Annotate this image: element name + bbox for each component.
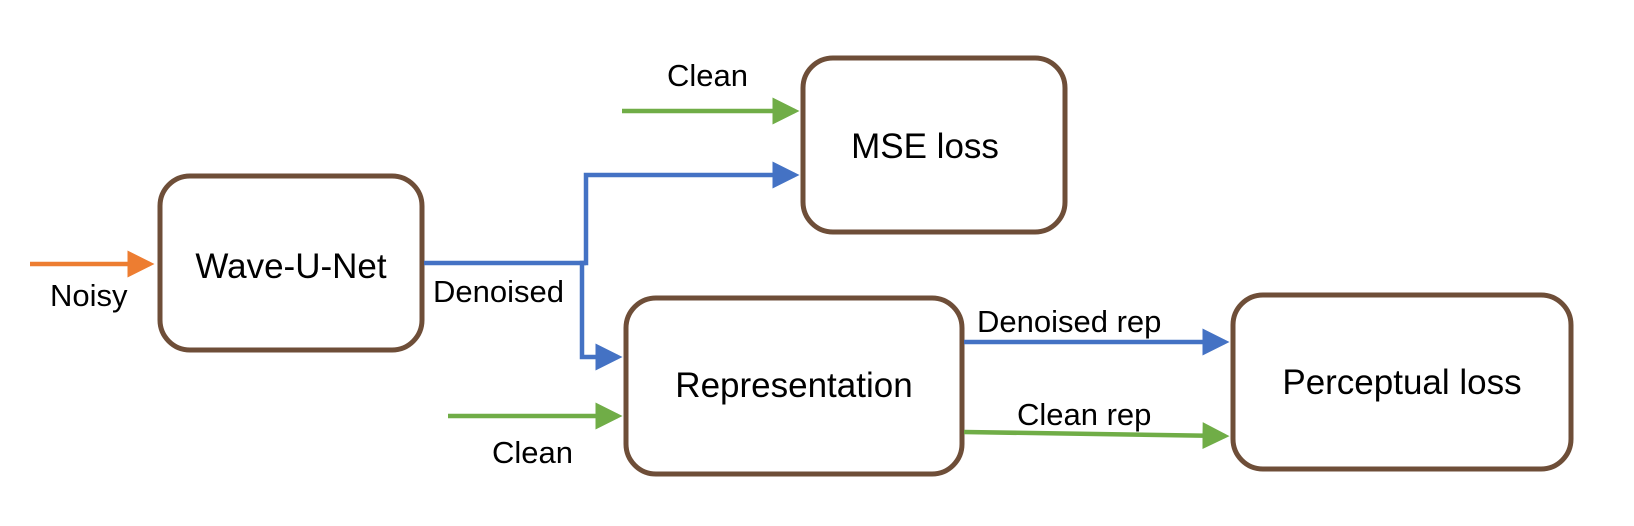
node-mse-loss-label: MSE loss — [851, 127, 999, 166]
node-mse-loss: MSE loss — [800, 55, 1068, 235]
edge-clean-rep-label: Clean rep — [1017, 397, 1151, 432]
node-perceptual-loss-label: Perceptual loss — [1282, 363, 1521, 402]
edge-clean-to-representation-label: Clean — [492, 435, 573, 470]
edge-denoised-rep-label: Denoised rep — [977, 304, 1161, 339]
node-perceptual-loss: Perceptual loss — [1230, 292, 1574, 472]
node-representation: Representation — [623, 295, 965, 477]
edge-denoised-to-representation-arrow — [579, 260, 623, 371]
edge-noisy-label: Noisy — [50, 278, 128, 313]
node-wave-u-net: Wave-U-Net — [157, 173, 425, 353]
edge-clean-to-mse-label: Clean — [667, 58, 748, 93]
node-representation-label: Representation — [675, 366, 912, 405]
edge-clean-rep-arrow — [963, 422, 1230, 450]
edge-denoised-label: Denoised — [433, 274, 564, 309]
node-wave-u-net-label: Wave-U-Net — [195, 247, 386, 286]
edge-denoised-to-mse-arrow — [424, 161, 800, 266]
